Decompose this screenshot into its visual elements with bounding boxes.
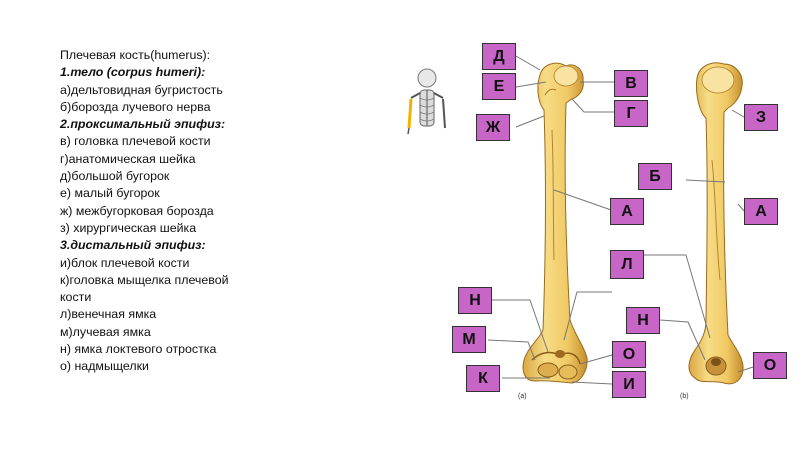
term-item: з) хирургическая шейка: [60, 220, 197, 235]
term-item: м)лучевая ямка: [60, 324, 151, 339]
term-item: е) малый бугорок: [60, 186, 160, 201]
label-a-right: А: [744, 198, 778, 225]
label-g: Г: [614, 100, 648, 127]
description-text: Плечевая кость(humerus): 1.тело (corpus …: [60, 47, 320, 376]
label-o-mid: О: [612, 341, 646, 368]
title: Плечевая кость(humerus):: [60, 48, 211, 62]
term-item: л)венечная ямка: [60, 307, 157, 322]
label-e: Е: [482, 73, 516, 100]
term-item: г)анатомическая шейка: [60, 151, 196, 166]
term-item: н) ямка локтевого отростка: [60, 342, 217, 357]
label-v: В: [614, 70, 648, 97]
label-zh: Ж: [476, 114, 510, 141]
term-item: и)блок плечевой кости: [60, 255, 190, 270]
section-heading: 2.проксимальный эпифиз:: [60, 117, 226, 132]
humerus-anterior-view: [522, 62, 588, 384]
label-l: Л: [610, 250, 644, 279]
label-i: И: [612, 371, 646, 398]
section-heading: 1.тело (corpus humeri):: [60, 65, 206, 80]
label-b: Б: [638, 163, 672, 190]
term-item: о) надмыщелки: [60, 359, 149, 374]
humerus-posterior-view: [688, 62, 744, 385]
term-item: д)большой бугорок: [60, 169, 170, 184]
label-n-left: Н: [458, 287, 492, 314]
label-k: К: [466, 365, 500, 392]
term-item: к)головка мыщелка плечевой: [60, 272, 229, 287]
label-a-left: А: [610, 198, 644, 225]
label-n-mid: Н: [626, 307, 660, 334]
term-list: 1.тело (corpus humeri): а)дельтовидная бу…: [60, 64, 320, 375]
section-heading: 3.дистальный эпифиз:: [60, 238, 206, 253]
skeleton-thumbnail-icon: [407, 68, 446, 135]
term-item: б)борозда лучевого нерва: [60, 99, 211, 114]
term-item: а)дельтовидная бугристость: [60, 82, 223, 97]
leader-lines: [487, 55, 754, 385]
label-d: Д: [482, 43, 516, 70]
caption-b: (b): [680, 393, 689, 400]
caption-a: (a): [518, 393, 527, 400]
term-item: кости: [60, 290, 92, 305]
term-item: в) головка плечевой кости: [60, 134, 211, 149]
term-item: ж) межбугорковая борозда: [60, 203, 214, 218]
label-o-right: О: [753, 352, 787, 379]
label-m: М: [452, 326, 486, 353]
label-z: З: [744, 104, 778, 131]
